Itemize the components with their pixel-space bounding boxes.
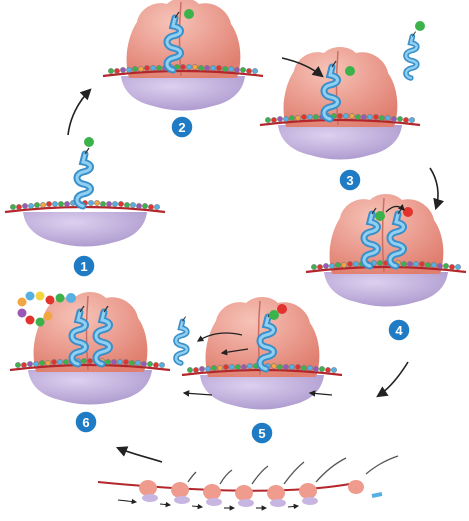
incoming-trna [406,21,425,78]
small-subunit [23,212,147,247]
amino-acid [415,21,425,31]
step-badge-5: 5 [250,421,274,445]
small-subunit [28,370,152,405]
step-badge-3: 3 [338,168,362,192]
amino-acid [184,9,194,19]
amino-acid [403,207,413,217]
stage-3-trna-arrival [258,46,422,160]
svg-text:3: 3 [346,173,353,188]
stage-6-elongation [8,291,172,405]
trna-icon [77,148,91,206]
svg-text:6: 6 [82,415,89,430]
amino-acid [269,310,279,320]
stage-4-peptide-bond [304,193,468,307]
cycle-arrows [67,57,444,463]
small-subunit [278,125,402,160]
step-badge-6: 6 [74,410,98,434]
released-trna [176,317,187,363]
svg-text:4: 4 [395,323,403,338]
polypeptide-icon [17,291,76,327]
amino-acid [345,66,355,76]
polysome-icon [97,455,399,511]
trna-icon [406,32,417,78]
svg-text:2: 2 [178,120,185,135]
svg-text:1: 1 [80,259,87,274]
stage-5-translocation [180,296,344,410]
small-subunit [200,375,324,410]
small-subunit [121,76,245,111]
step-badge-1: 1 [72,254,96,278]
svg-text:5: 5 [258,426,265,441]
amino-acid [84,137,94,147]
step-badge-2: 2 [170,115,194,139]
amino-acid [277,304,287,314]
stage-1-initiation [3,137,167,247]
small-subunit [324,272,448,307]
amino-acid [375,211,385,221]
trna-icon [176,317,187,363]
stage-2-assembly [101,0,265,111]
step-badge-4: 4 [387,318,411,342]
